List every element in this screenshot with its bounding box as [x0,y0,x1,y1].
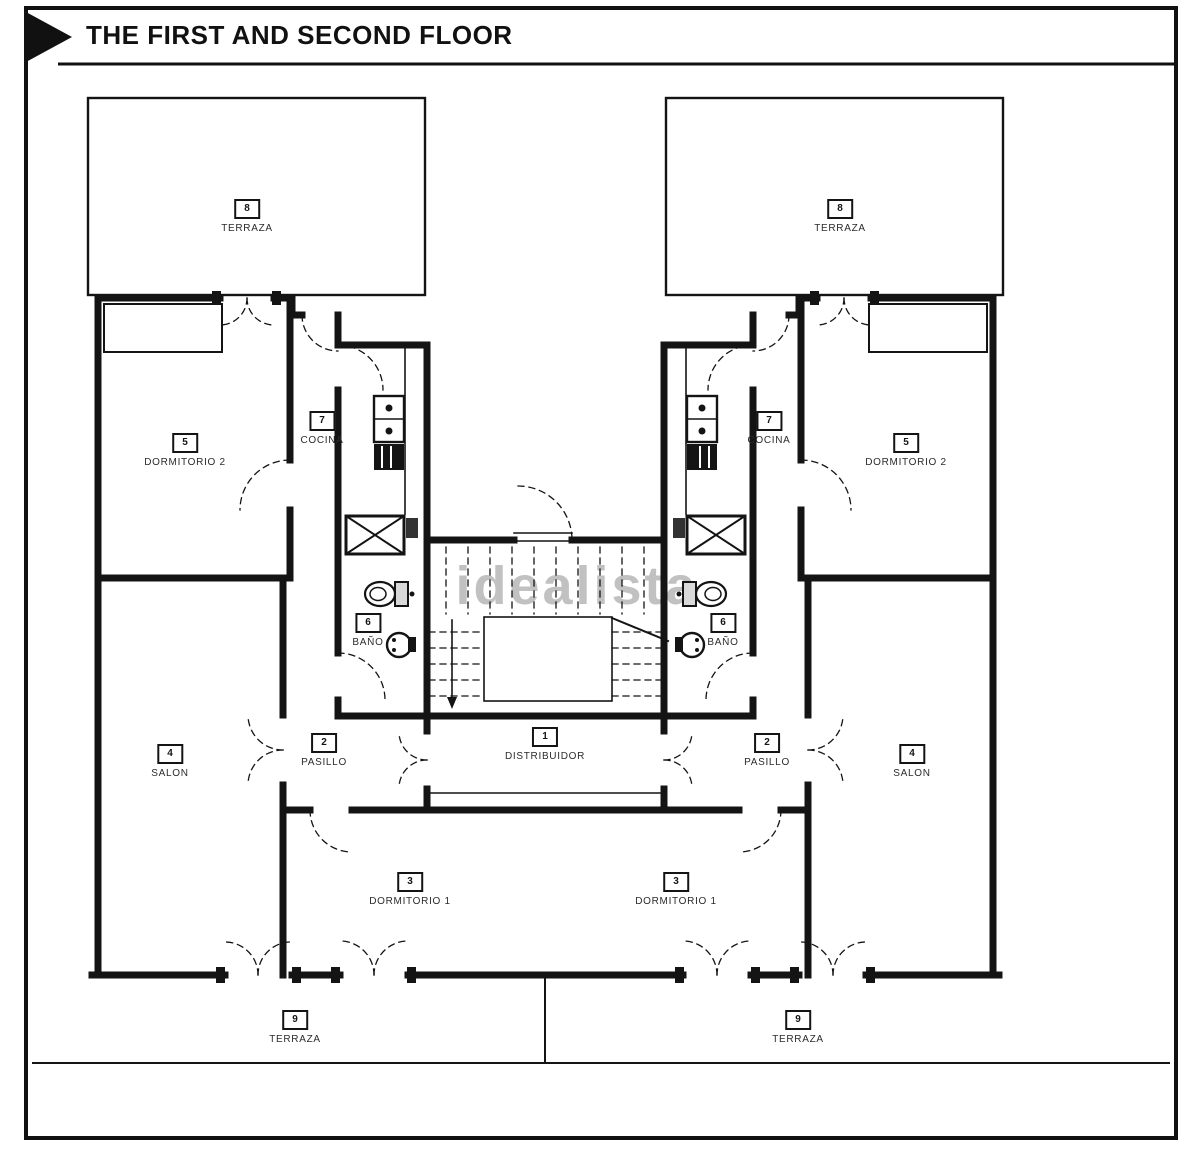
room-number-box: 6 [709,613,736,633]
room-name: COCINA [300,435,344,446]
room-name: COCINA [747,435,791,446]
room-label-salon-left: 4 SALON [151,744,188,779]
room-label-cocina-left: 7 COCINA [300,411,343,446]
room-number-box: 4 [899,744,925,764]
room-name: SALON [151,768,189,779]
room-number-box: 9 [281,1010,308,1030]
fixtures [103,303,418,659]
left-apartment [86,96,549,983]
room-number-box: 8 [826,199,853,219]
room-label-dormitorio1-left: 3 DORMITORIO 1 [369,872,451,907]
room-name: PASILLO [301,757,347,768]
room-label-dormitorio1-right: 3 DORMITORIO 1 [635,872,717,907]
room-name: DORMITORIO 1 [635,896,717,907]
room-name: SALON [893,768,931,779]
room-name: DORMITORIO 1 [369,896,451,907]
room-label-terraza-bottom-left: 9 TERRAZA [269,1010,321,1045]
room-number-box: 3 [397,872,423,892]
room-name: TERRAZA [814,223,866,234]
room-name: TERRAZA [269,1034,321,1045]
room-label-cocina-right: 7 COCINA [747,411,790,446]
door-swings [663,297,872,976]
room-label-dormitorio2-right: 5 DORMITORIO 2 [865,433,947,468]
page-border [24,6,1178,1140]
apartment-walls [86,96,549,983]
room-label-salon-right: 4 SALON [893,744,930,779]
room-label-terraza-top-right: 8 TERRAZA [814,199,866,234]
room-name: BAÑO [352,637,384,648]
room-label-pasillo-right: 2 PASILLO [744,733,790,768]
room-number-box: 5 [893,433,919,453]
watermark-text: idealista [455,556,698,616]
staircase-and-entry [32,485,1170,1064]
room-name: BAÑO [707,637,739,648]
room-label-distribuidor: 1 DISTRIBUIDOR [505,727,585,762]
room-number-box: 7 [756,411,782,431]
room-number-box: 3 [663,872,689,892]
room-name: DORMITORIO 2 [144,457,226,468]
room-label-dormitorio2-left: 5 DORMITORIO 2 [144,433,226,468]
fixtures [673,303,988,659]
room-number-box: 1 [531,727,558,747]
room-number-box: 2 [310,733,337,753]
room-number-box: 5 [172,433,198,453]
room-name: DORMITORIO 2 [865,457,947,468]
room-number-box: 9 [784,1010,811,1030]
room-label-bano-left: 6 BAÑO [352,613,383,648]
room-label-terraza-top-left: 8 TERRAZA [221,199,273,234]
room-number-box: 2 [753,733,780,753]
page-title: THE FIRST AND SECOND FLOOR [86,20,513,50]
room-name: TERRAZA [772,1034,824,1045]
room-name: DISTRIBUIDOR [504,751,586,762]
room-number-box: 8 [233,199,260,219]
room-name: TERRAZA [221,223,273,234]
room-name: PASILLO [744,757,790,768]
room-number-box: 4 [157,744,183,764]
room-label-terraza-bottom-right: 9 TERRAZA [772,1010,824,1045]
apartment-walls [542,96,1005,983]
room-label-bano-right: 6 BAÑO [707,613,738,648]
door-swings [219,297,428,976]
room-label-pasillo-left: 2 PASILLO [301,733,347,768]
title-arrow-icon [26,12,72,62]
right-apartment [542,96,1005,983]
room-number-box: 6 [354,613,381,633]
room-number-box: 7 [309,411,335,431]
